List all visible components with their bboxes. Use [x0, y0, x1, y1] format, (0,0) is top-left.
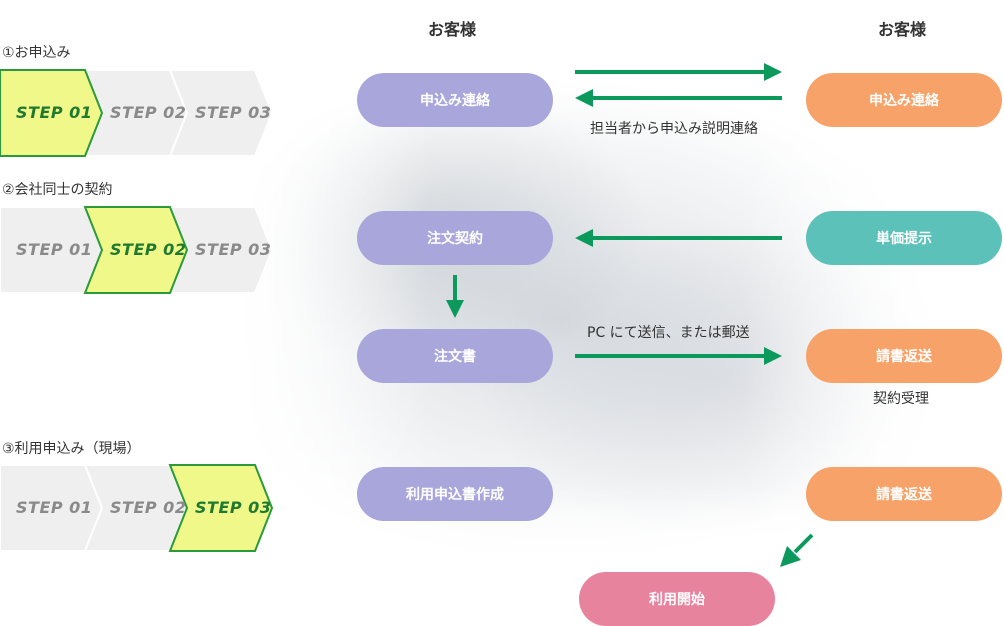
step-label: STEP 01	[16, 103, 93, 122]
step-label: STEP 01	[16, 240, 93, 259]
step-chevron-active	[0, 69, 104, 157]
send-method-note: PC にて送信、または郵送	[587, 325, 750, 341]
start-usage-box: 利用開始	[579, 572, 775, 626]
section-title-apply: ①お申込み	[2, 45, 71, 61]
step-label: STEP 03	[195, 103, 272, 122]
left-apply-contact-box: 申込み連絡	[357, 73, 553, 127]
right-invoice-return-box: 請書返送	[806, 329, 1002, 383]
arrow-staff-contact-to-left	[575, 89, 782, 107]
step-label: STEP 02	[110, 103, 187, 122]
contract-accepted-note: 契約受理	[873, 391, 929, 407]
step-label: STEP 01	[16, 498, 93, 517]
right-customer-header: お客様	[878, 20, 927, 39]
staff-contact-note: 担当者から申込み説明連絡	[590, 121, 758, 137]
step-chevron-active	[168, 464, 274, 552]
left-usage-form-box: 利用申込書作成	[357, 467, 553, 521]
step-label: STEP 03	[195, 240, 272, 259]
step-label: STEP 02	[110, 498, 187, 517]
arrow-return-to-start	[780, 533, 814, 567]
step-label: STEP 03	[195, 498, 272, 517]
step-chevron	[168, 69, 274, 157]
right-invoice-return-box-2: 請書返送	[806, 467, 1002, 521]
step-indicator: STEP 01 STEP 02 STEP 03	[0, 206, 280, 294]
left-order-contract-box: 注文契約	[357, 211, 553, 265]
arrow-contract-to-order	[446, 275, 464, 318]
arrow-order-to-right	[575, 347, 782, 365]
section-title-contract: ②会社同士の契約	[2, 182, 113, 198]
arrow-apply-to-right	[575, 63, 782, 81]
step-indicator: STEP 01 STEP 02 STEP 03	[0, 69, 280, 157]
step-label: STEP 02	[110, 240, 187, 259]
step-chevron-active	[83, 206, 189, 294]
left-order-form-box: 注文書	[357, 329, 553, 383]
right-apply-contact-box: 申込み連絡	[806, 73, 1002, 127]
left-customer-header: お客様	[428, 20, 477, 39]
arrow-price-to-left	[575, 229, 782, 247]
step-indicator: STEP 01 STEP 02 STEP 03	[0, 464, 280, 552]
section-title-usage: ③利用申込み（現場）	[2, 441, 141, 457]
right-unit-price-box: 単価提示	[806, 211, 1002, 265]
